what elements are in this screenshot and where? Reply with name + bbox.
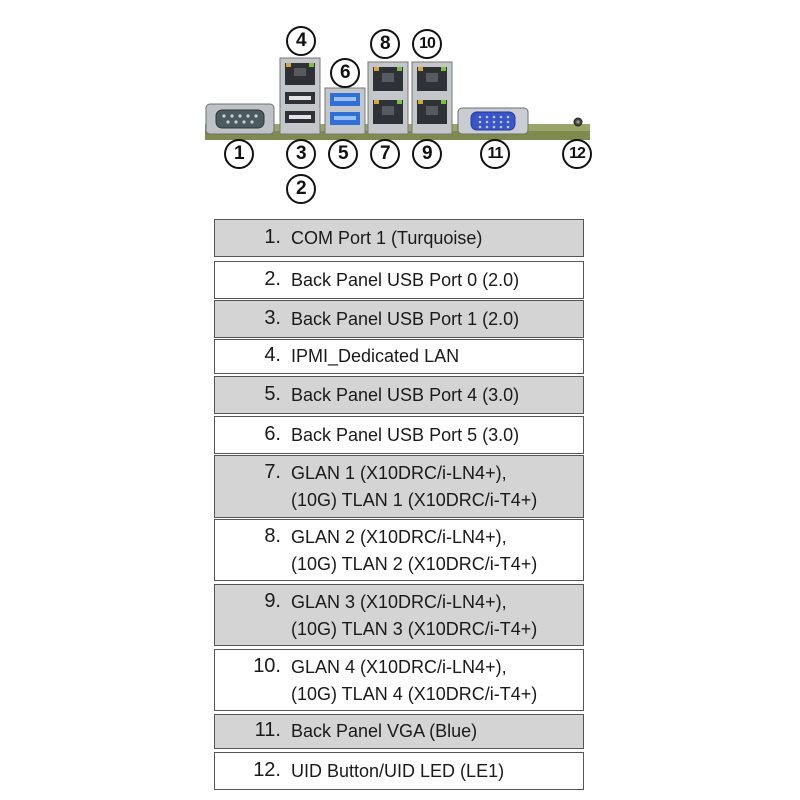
- legend-text: UID Button/UID LED (LE1): [291, 761, 505, 781]
- com-port-1-connector: [205, 103, 275, 135]
- callout-2: 2: [286, 174, 316, 204]
- legend-row-10: 10. GLAN 4 (X10DRC/i-LN4+),(10G) TLAN 4 …: [214, 649, 584, 711]
- legend-row-12: 12. UID Button/UID LED (LE1): [214, 752, 584, 790]
- legend-row-9: 9. GLAN 3 (X10DRC/i-LN4+),(10G) TLAN 3 (…: [214, 584, 584, 646]
- legend-row-7: 7. GLAN 1 (X10DRC/i-LN4+),(10G) TLAN 1 (…: [214, 455, 584, 518]
- lan-stack-7-8: [367, 61, 409, 135]
- legend-text: Back Panel USB Port 1 (2.0): [291, 309, 520, 329]
- callout-8: 8: [370, 29, 400, 59]
- legend-text: GLAN 4 (X10DRC/i-LN4+),(10G) TLAN 4 (X10…: [291, 657, 538, 704]
- callout-5: 5: [328, 139, 358, 169]
- legend-number: 6.: [264, 423, 281, 445]
- legend-row-4: 4. IPMI_Dedicated LAN: [214, 339, 584, 374]
- legend-text: GLAN 1 (X10DRC/i-LN4+),(10G) TLAN 1 (X10…: [291, 463, 538, 510]
- callout-7: 7: [370, 139, 400, 169]
- ipmi-usb2-stack: [279, 57, 321, 135]
- uid-button: [573, 117, 583, 127]
- legend-row-2: 2. Back Panel USB Port 0 (2.0): [214, 261, 584, 299]
- callout-4: 4: [286, 26, 316, 56]
- usb3-stack: [324, 87, 366, 135]
- legend-number: 12.: [253, 759, 281, 781]
- legend-row-3: 3. Back Panel USB Port 1 (2.0): [214, 300, 584, 338]
- legend-text: Back Panel USB Port 4 (3.0): [291, 385, 520, 405]
- legend-number: 2.: [264, 268, 281, 290]
- legend-number: 4.: [264, 344, 281, 366]
- legend-row-1: 1. COM Port 1 (Turquoise): [214, 219, 584, 257]
- legend-number: 5.: [264, 383, 281, 405]
- legend-number: 7.: [264, 461, 281, 483]
- legend-number: 8.: [264, 525, 281, 547]
- legend-number: 1.: [264, 226, 281, 248]
- legend-text: Back Panel USB Port 0 (2.0): [291, 270, 520, 290]
- lan-stack-9-10: [411, 61, 453, 135]
- legend-text: GLAN 2 (X10DRC/i-LN4+),(10G) TLAN 2 (X10…: [291, 527, 538, 574]
- callout-11: 11: [480, 139, 510, 169]
- vga-connector: [457, 107, 529, 135]
- back-panel-diagram: [205, 57, 590, 140]
- legend-row-5: 5. Back Panel USB Port 4 (3.0): [214, 376, 584, 414]
- legend-number: 11.: [254, 719, 281, 741]
- legend-number: 10.: [253, 655, 281, 677]
- legend-text: Back Panel USB Port 5 (3.0): [291, 425, 520, 445]
- legend-text: IPMI_Dedicated LAN: [291, 346, 460, 366]
- callout-9: 9: [412, 139, 442, 169]
- legend-row-8: 8. GLAN 2 (X10DRC/i-LN4+),(10G) TLAN 2 (…: [214, 519, 584, 581]
- legend-number: 9.: [264, 590, 281, 612]
- callout-1: 1: [224, 139, 254, 169]
- legend-text: GLAN 3 (X10DRC/i-LN4+),(10G) TLAN 3 (X10…: [291, 592, 538, 639]
- legend-row-6: 6. Back Panel USB Port 5 (3.0): [214, 416, 584, 454]
- legend-row-11: 11. Back Panel VGA (Blue): [214, 714, 584, 749]
- legend-number: 3.: [264, 307, 281, 329]
- callout-6: 6: [330, 58, 360, 88]
- legend-text: COM Port 1 (Turquoise): [291, 228, 483, 248]
- legend-text: Back Panel VGA (Blue): [291, 721, 478, 741]
- callout-3: 3: [286, 139, 316, 169]
- callout-10: 10: [412, 29, 442, 59]
- callout-12: 12: [562, 139, 592, 169]
